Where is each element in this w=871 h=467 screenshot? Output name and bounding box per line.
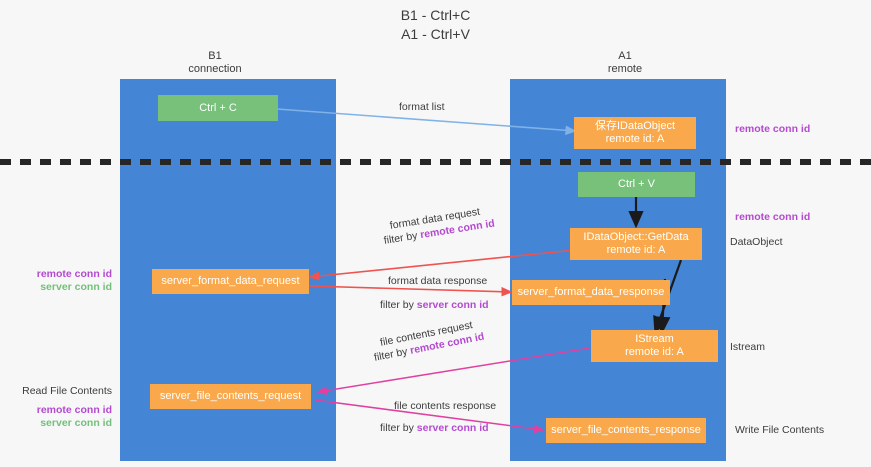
- server-conn-id-text-1: server conn id: [416, 299, 489, 311]
- node-server-file-contents-request[interactable]: server_file_contents_request: [150, 384, 311, 409]
- column-header-b1: B1 connection: [150, 50, 280, 76]
- node-ctrl-v[interactable]: Ctrl + V: [578, 172, 695, 197]
- node-ctrl-v-line1: Ctrl + V: [618, 178, 655, 190]
- node-idataobject-store-line1: 保存IDataObject: [594, 120, 676, 132]
- annotation-write-file-contents: Write File Contents: [735, 424, 825, 436]
- annotation-remote-conn-id-top: remote conn id: [735, 123, 811, 135]
- filter-by-text-4: filter by: [380, 422, 417, 434]
- node-idataobject-store-line2: remote id: A: [605, 133, 665, 145]
- annotation-server-conn-id-left: server conn id: [40, 281, 112, 293]
- node-server-format-data-response[interactable]: server_format_data_response: [512, 280, 670, 305]
- label-format-list: format list: [399, 101, 445, 113]
- node-server-file-contents-request-line1: server_file_contents_request: [159, 390, 302, 402]
- filter-by-text-1: filter by: [383, 229, 422, 247]
- node-istream-line2: remote id: A: [625, 346, 684, 358]
- filter-by-text-3: filter by: [373, 344, 412, 364]
- column-header-a1: A1 remote: [560, 50, 690, 76]
- annotation-remote-conn-id-left: remote conn id: [36, 268, 112, 280]
- node-server-file-contents-response-line1: server_file_contents_response: [551, 424, 701, 436]
- node-server-file-contents-response[interactable]: server_file_contents_response: [546, 418, 706, 443]
- diagram-title: B1 - Ctrl+C A1 - Ctrl+V: [0, 6, 871, 44]
- server-conn-id-text-2: server conn id: [416, 422, 489, 434]
- label-format-data-response: format data response: [388, 275, 488, 287]
- label-filter-server-conn-id-1: filter by server conn id: [380, 299, 489, 312]
- node-istream[interactable]: IStream remote id: A: [591, 330, 718, 362]
- node-idataobject-getdata-line1: IDataObject::GetData: [583, 231, 689, 243]
- annotation-istream: Istream: [730, 341, 766, 353]
- annotation-server-conn-id-left-2: server conn id: [40, 417, 112, 429]
- node-ctrl-c-line1: Ctrl + C: [199, 101, 237, 114]
- node-idataobject-getdata[interactable]: IDataObject::GetData remote id: A: [570, 228, 702, 260]
- node-idataobject-store[interactable]: 保存IDataObject remote id: A: [574, 117, 696, 149]
- annotation-dataobject: DataObject: [730, 236, 783, 248]
- title-line-1: B1 - Ctrl+C: [400, 7, 471, 23]
- label-filter-server-conn-id-2: filter by server conn id: [380, 422, 489, 435]
- title-line-2: A1 - Ctrl+V: [401, 26, 470, 42]
- node-idataobject-getdata-line2: remote id: A: [606, 244, 666, 256]
- column-a1-role: remote: [607, 63, 643, 75]
- node-ctrl-c[interactable]: Ctrl + C: [158, 95, 278, 121]
- column-b1-role: connection: [188, 63, 242, 75]
- node-server-format-data-response-line1: server_format_data_response: [517, 286, 665, 298]
- node-istream-line1: IStream: [635, 333, 674, 345]
- column-a1-name: A1: [618, 50, 632, 62]
- node-server-format-data-request-line1: server_format_data_request: [161, 275, 300, 287]
- filter-by-text-2: filter by: [380, 299, 417, 311]
- annotation-remote-conn-id-left-2: remote conn id: [36, 404, 112, 416]
- label-file-contents-response: file contents response: [394, 400, 497, 412]
- annotation-read-file-contents: Read File Contents: [22, 385, 112, 397]
- node-server-format-data-request[interactable]: server_format_data_request: [152, 269, 309, 294]
- annotation-remote-conn-id-mid: remote conn id: [735, 211, 811, 223]
- column-b1-name: B1: [208, 50, 222, 62]
